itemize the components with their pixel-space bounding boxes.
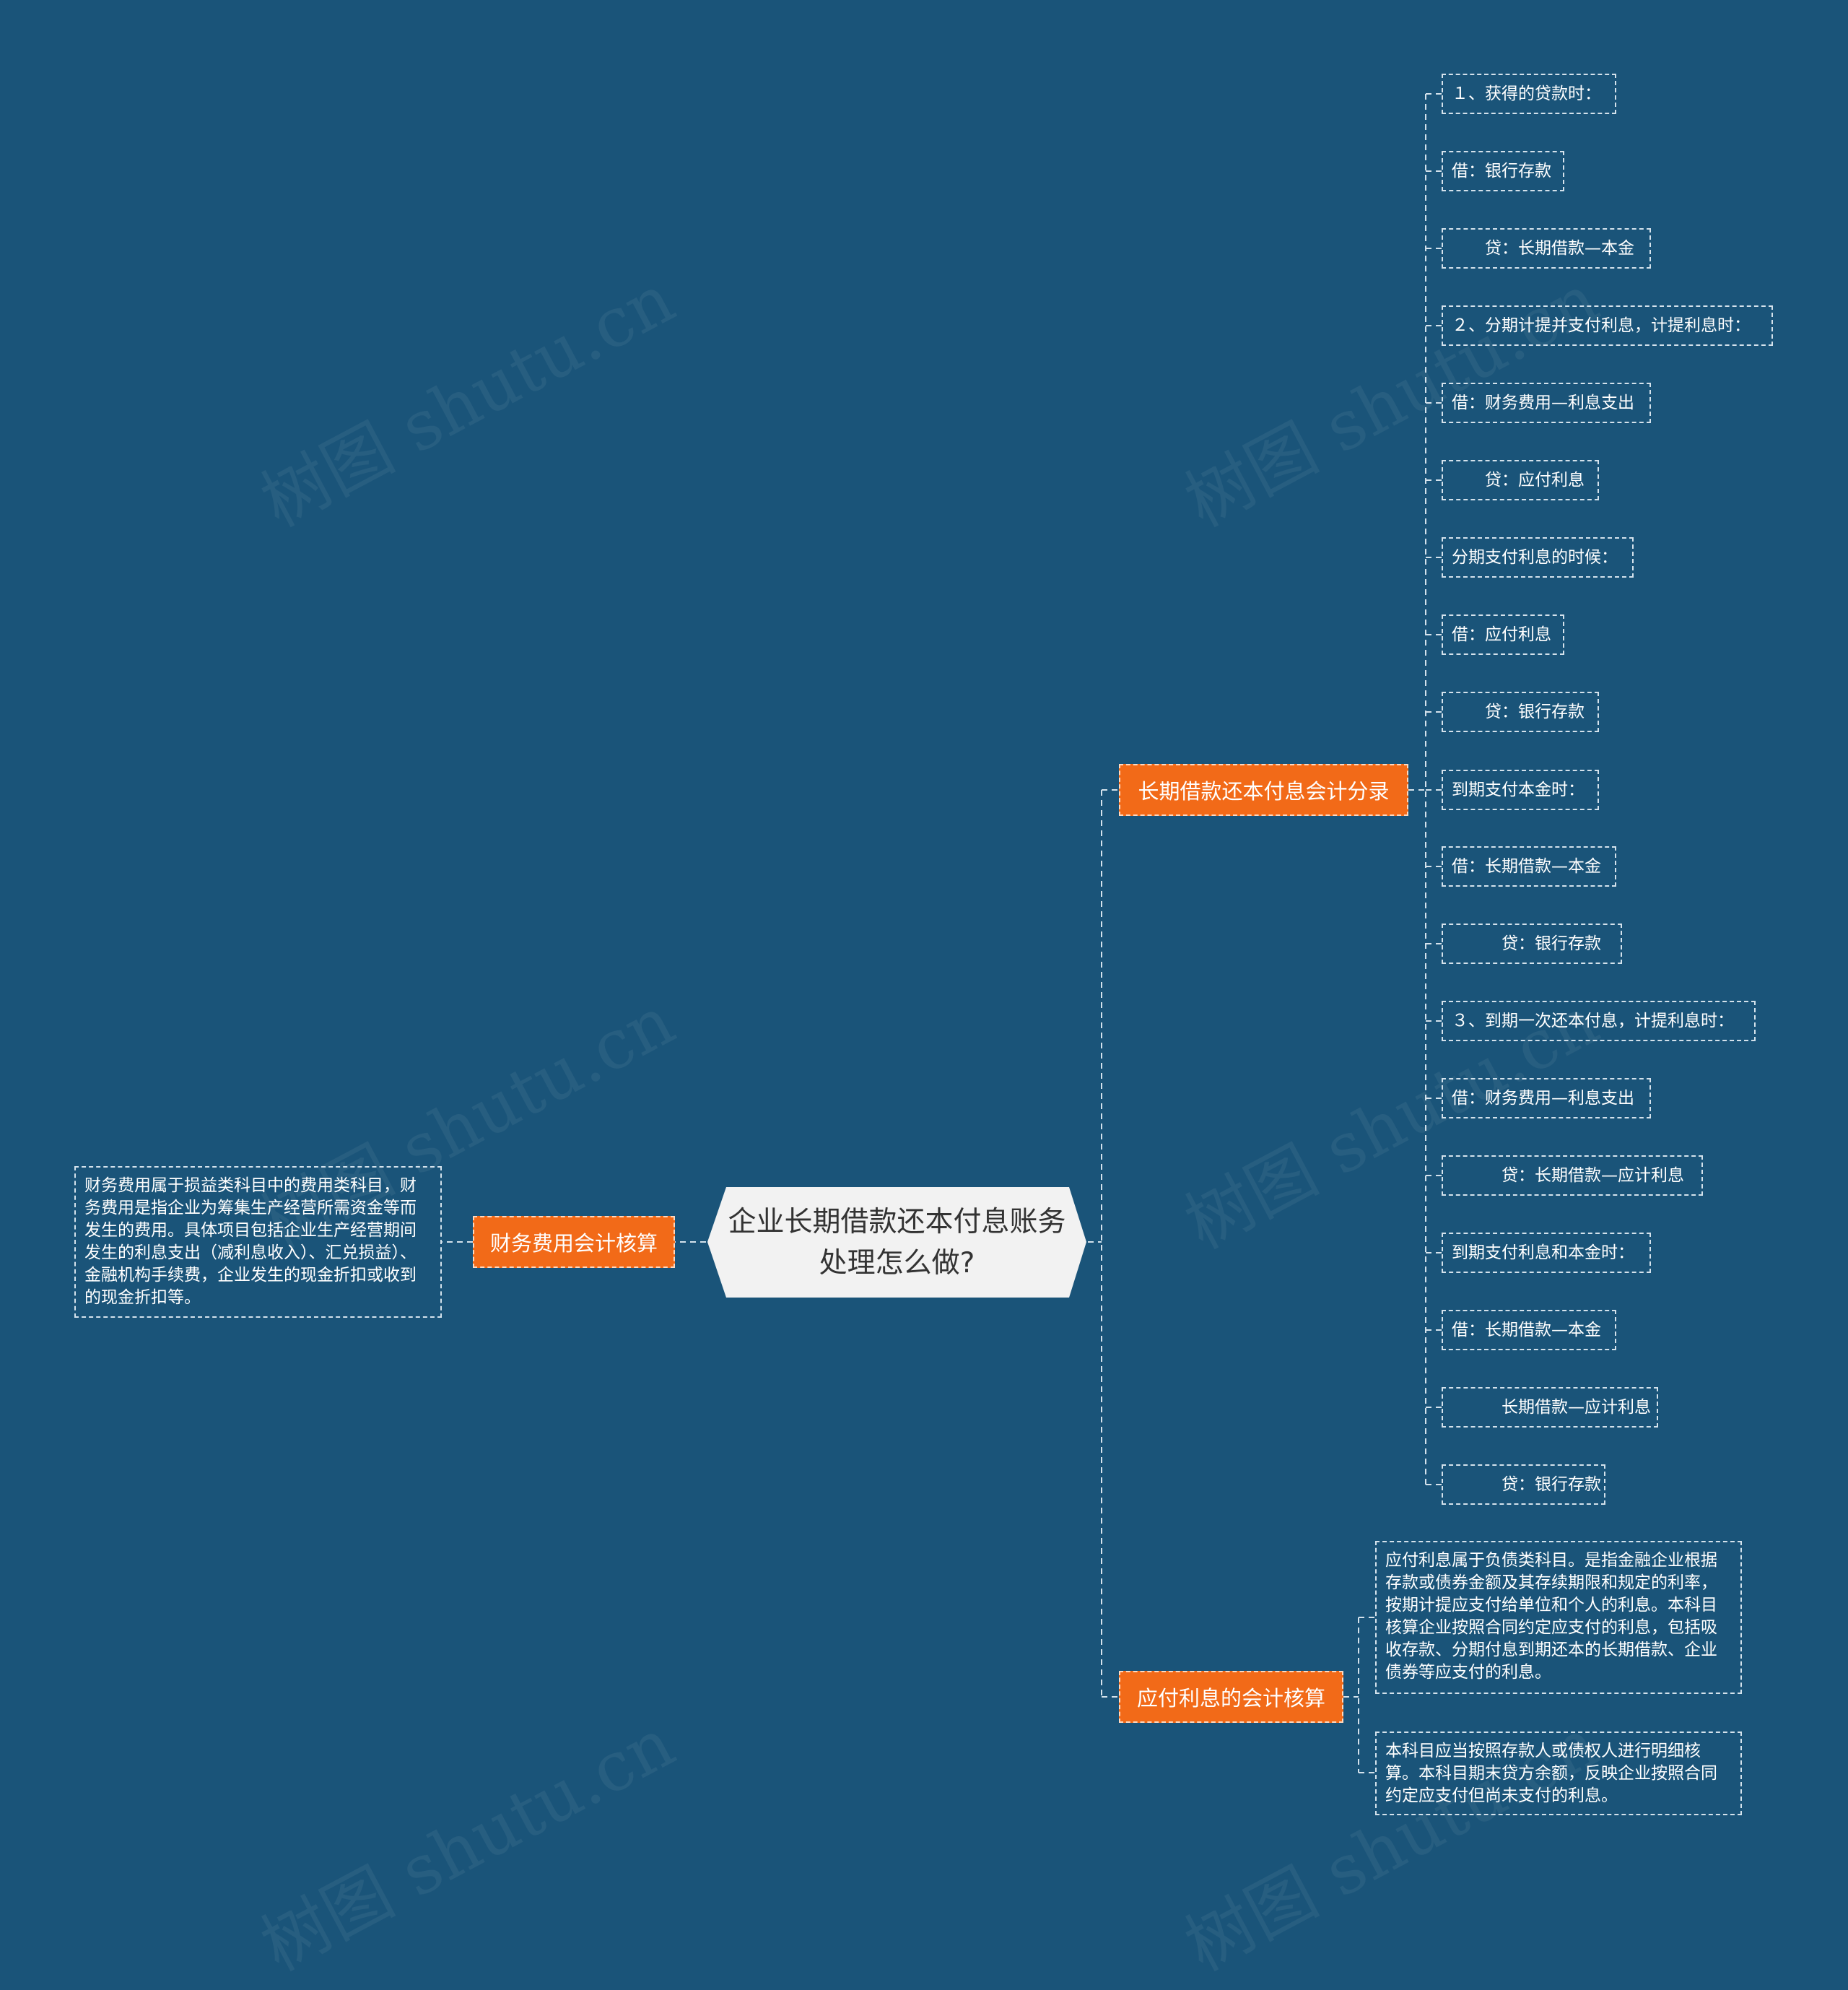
entry-item[interactable]: 借：财务费用—利息支出 (1442, 1078, 1651, 1118)
entry-item[interactable]: 到期支付利息和本金时： (1442, 1233, 1651, 1273)
connector-entries-leaves (1426, 93, 1442, 1485)
connector-lines (442, 93, 1442, 1773)
connector-root-right (1088, 789, 1119, 1698)
branch-interest-payable[interactable]: 应付利息的会计核算 (1119, 1671, 1343, 1723)
interest-description: 应付利息属于负债类科目。是指金融企业根据存款或债券金额及其存续期限和规定的利率，… (1375, 1541, 1742, 1694)
entry-item[interactable]: 借：应付利息 (1442, 614, 1564, 655)
entry-item[interactable]: 贷：银行存款 (1442, 924, 1622, 964)
branch-finance-expense[interactable]: 财务费用会计核算 (473, 1216, 675, 1268)
entry-item[interactable]: 借：银行存款 (1442, 151, 1564, 191)
root-node[interactable]: 企业长期借款还本付息账务处理怎么做? (706, 1186, 1088, 1299)
entry-item[interactable]: １、获得的贷款时： (1442, 74, 1616, 114)
entry-item[interactable]: ３、到期一次还本付息，计提利息时： (1442, 1001, 1756, 1041)
entry-item[interactable]: 借：财务费用—利息支出 (1442, 383, 1651, 423)
entry-item[interactable]: 贷：银行存款 (1442, 692, 1599, 732)
finance-expense-description: 财务费用属于损益类科目中的费用类科目，财务费用是指企业为筹集生产经营所需资金等而… (74, 1166, 442, 1318)
entry-item[interactable]: ２、分期计提并支付利息，计提利息时： (1442, 305, 1773, 346)
entry-item[interactable]: 贷：应付利息 (1442, 460, 1599, 500)
entry-item[interactable]: 分期支付利息的时候： (1442, 537, 1634, 578)
branch-loan-entries[interactable]: 长期借款还本付息会计分录 (1119, 764, 1408, 816)
entry-item[interactable]: 贷：银行存款 (1442, 1464, 1605, 1505)
root-shape (707, 1187, 1086, 1298)
entry-item[interactable]: 借：长期借款—本金 (1442, 1310, 1616, 1350)
entry-item[interactable]: 借：长期借款—本金 (1442, 846, 1616, 887)
connector-interest (1343, 1617, 1375, 1773)
root-title: 企业长期借款还本付息账务处理怎么做? (728, 1205, 1066, 1279)
entry-item[interactable]: 贷：长期借款—应计利息 (1442, 1155, 1703, 1196)
entry-item[interactable]: 到期支付本金时： (1442, 770, 1599, 810)
connector-entries-trunk (1408, 94, 1426, 1485)
entry-item[interactable]: 贷：长期借款—本金 (1442, 228, 1651, 269)
entry-item[interactable]: 长期借款—应计利息 (1442, 1387, 1658, 1428)
interest-detail-note: 本科目应当按照存款人或债权人进行明细核算。本科目期末贷方余额，反映企业按照合同约… (1375, 1732, 1742, 1815)
